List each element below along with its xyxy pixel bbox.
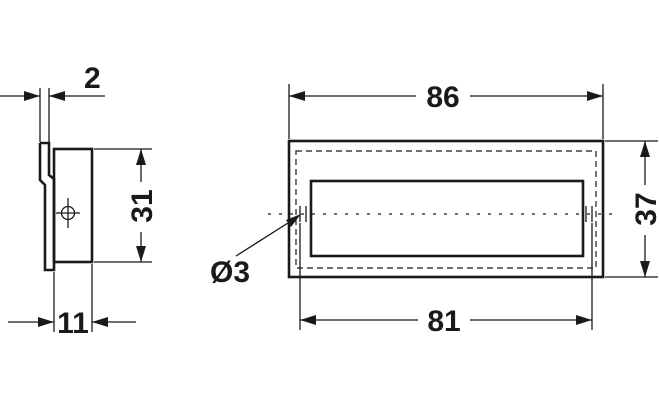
dimension-label-37: 37 bbox=[630, 192, 660, 225]
dimension-height-37: 37 bbox=[605, 140, 660, 278]
dimension-width-86: 86 bbox=[288, 80, 604, 139]
dimension-label-11: 11 bbox=[57, 307, 89, 340]
front-view-hidden-edge bbox=[295, 150, 597, 269]
front-view bbox=[268, 139, 620, 279]
front-view-recess bbox=[309, 179, 585, 258]
dimension-depth-11: 11 bbox=[8, 264, 136, 340]
dimension-label-2: 2 bbox=[84, 62, 101, 95]
dimension-pitch-81: 81 bbox=[299, 223, 593, 338]
dimension-thickness-2: 2 bbox=[0, 62, 105, 142]
dimension-label-86: 86 bbox=[426, 81, 459, 114]
side-view-body bbox=[52, 147, 94, 264]
dimension-label-81: 81 bbox=[427, 305, 460, 338]
dimension-label-diameter: Ø3 bbox=[210, 256, 250, 289]
fixing-hole-left bbox=[299, 206, 307, 222]
fixing-hole-right bbox=[585, 206, 593, 222]
dimension-height-31: 31 bbox=[94, 148, 159, 263]
dimension-hole-diameter: Ø3 bbox=[210, 214, 301, 289]
side-view-flange bbox=[38, 141, 56, 272]
dimension-label-31: 31 bbox=[126, 189, 159, 222]
screw-hole-symbol bbox=[56, 198, 80, 228]
side-view bbox=[38, 141, 94, 272]
front-view-outer-frame bbox=[287, 139, 605, 279]
